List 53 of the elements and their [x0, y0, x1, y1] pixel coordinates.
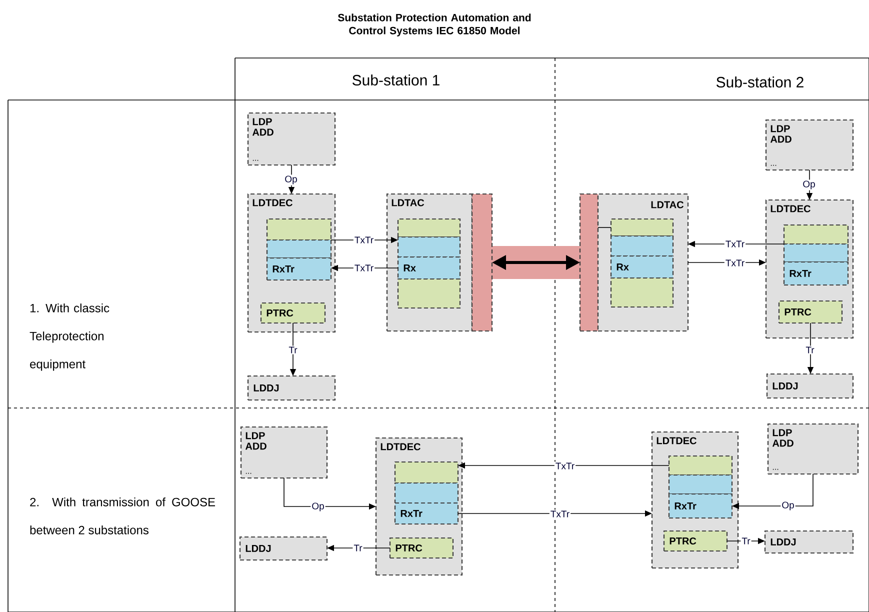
- column-header: Sub-station 2: [716, 76, 804, 88]
- edge-label: Tr: [804, 346, 816, 354]
- logical-node-box: [266, 239, 332, 259]
- bar: [579, 193, 599, 332]
- logical-device-box: LDDJ: [766, 373, 854, 399]
- row-header: 1. With classic Teleprotection equipment: [30, 304, 110, 371]
- logical-node-box: [610, 218, 674, 237]
- logical-node-box: RxTr: [394, 502, 459, 525]
- edge-label: TxTr: [353, 264, 375, 272]
- logical-device-box: LDP ADD ...: [765, 119, 854, 171]
- logical-device-box: LDP ADD ...: [767, 423, 859, 475]
- logical-node-box: [397, 278, 461, 309]
- logical-node-box: [783, 224, 849, 245]
- edge-label: TxTr: [724, 258, 746, 268]
- logical-node-box: Rx: [397, 256, 461, 280]
- edge-label: Tr: [740, 536, 752, 546]
- logical-node-box: RxTr: [266, 257, 332, 281]
- edge-label: TxTr: [554, 462, 576, 470]
- logical-node-box: PTRC: [778, 300, 843, 324]
- logical-node-box: [394, 461, 459, 484]
- row-header: 2. With transmission of GOOSE between 2 substations: [30, 498, 215, 534]
- edge-label: Tr: [352, 544, 364, 552]
- bar: [471, 193, 493, 332]
- edge-label: Op: [310, 502, 326, 512]
- logical-node-box: Rx: [610, 255, 674, 279]
- logical-node-box: [783, 243, 849, 263]
- edge-label: TxTr: [724, 240, 746, 248]
- edge-label: Op: [802, 180, 816, 190]
- logical-node-box: [397, 236, 461, 258]
- edge-label: TxTr: [549, 510, 571, 518]
- logical-device-box: LDDJ: [247, 375, 336, 401]
- logical-node-box: PTRC: [663, 530, 728, 552]
- logical-node-box: RxTr: [668, 493, 733, 519]
- edge-label: TxTr: [353, 236, 375, 244]
- logical-node-box: [397, 218, 461, 238]
- logical-node-box: [394, 482, 459, 504]
- logical-node-box: [610, 277, 674, 308]
- logical-node-box: [668, 474, 733, 495]
- logical-device-box: LDDJ: [764, 530, 854, 554]
- title: Substation Protection Automation and Control Systems IEC 61850 Model: [338, 14, 531, 36]
- logical-node-box: [610, 235, 674, 257]
- logical-device-box: LDDJ: [239, 536, 328, 561]
- logical-node-box: RxTr: [783, 261, 849, 286]
- edge-label: Tr: [288, 346, 298, 354]
- logical-device-box: LDP ADD ...: [247, 112, 336, 166]
- logical-node-box: PTRC: [260, 302, 326, 324]
- logical-node-box: [266, 218, 332, 241]
- logical-node-box: [668, 455, 733, 476]
- edge-label: Op: [780, 500, 796, 512]
- column-header: Sub-station 1: [352, 74, 440, 86]
- edge-label: Op: [284, 174, 298, 186]
- logical-node-box: PTRC: [389, 537, 454, 559]
- logical-device-box: LDP ADD ...: [240, 426, 328, 479]
